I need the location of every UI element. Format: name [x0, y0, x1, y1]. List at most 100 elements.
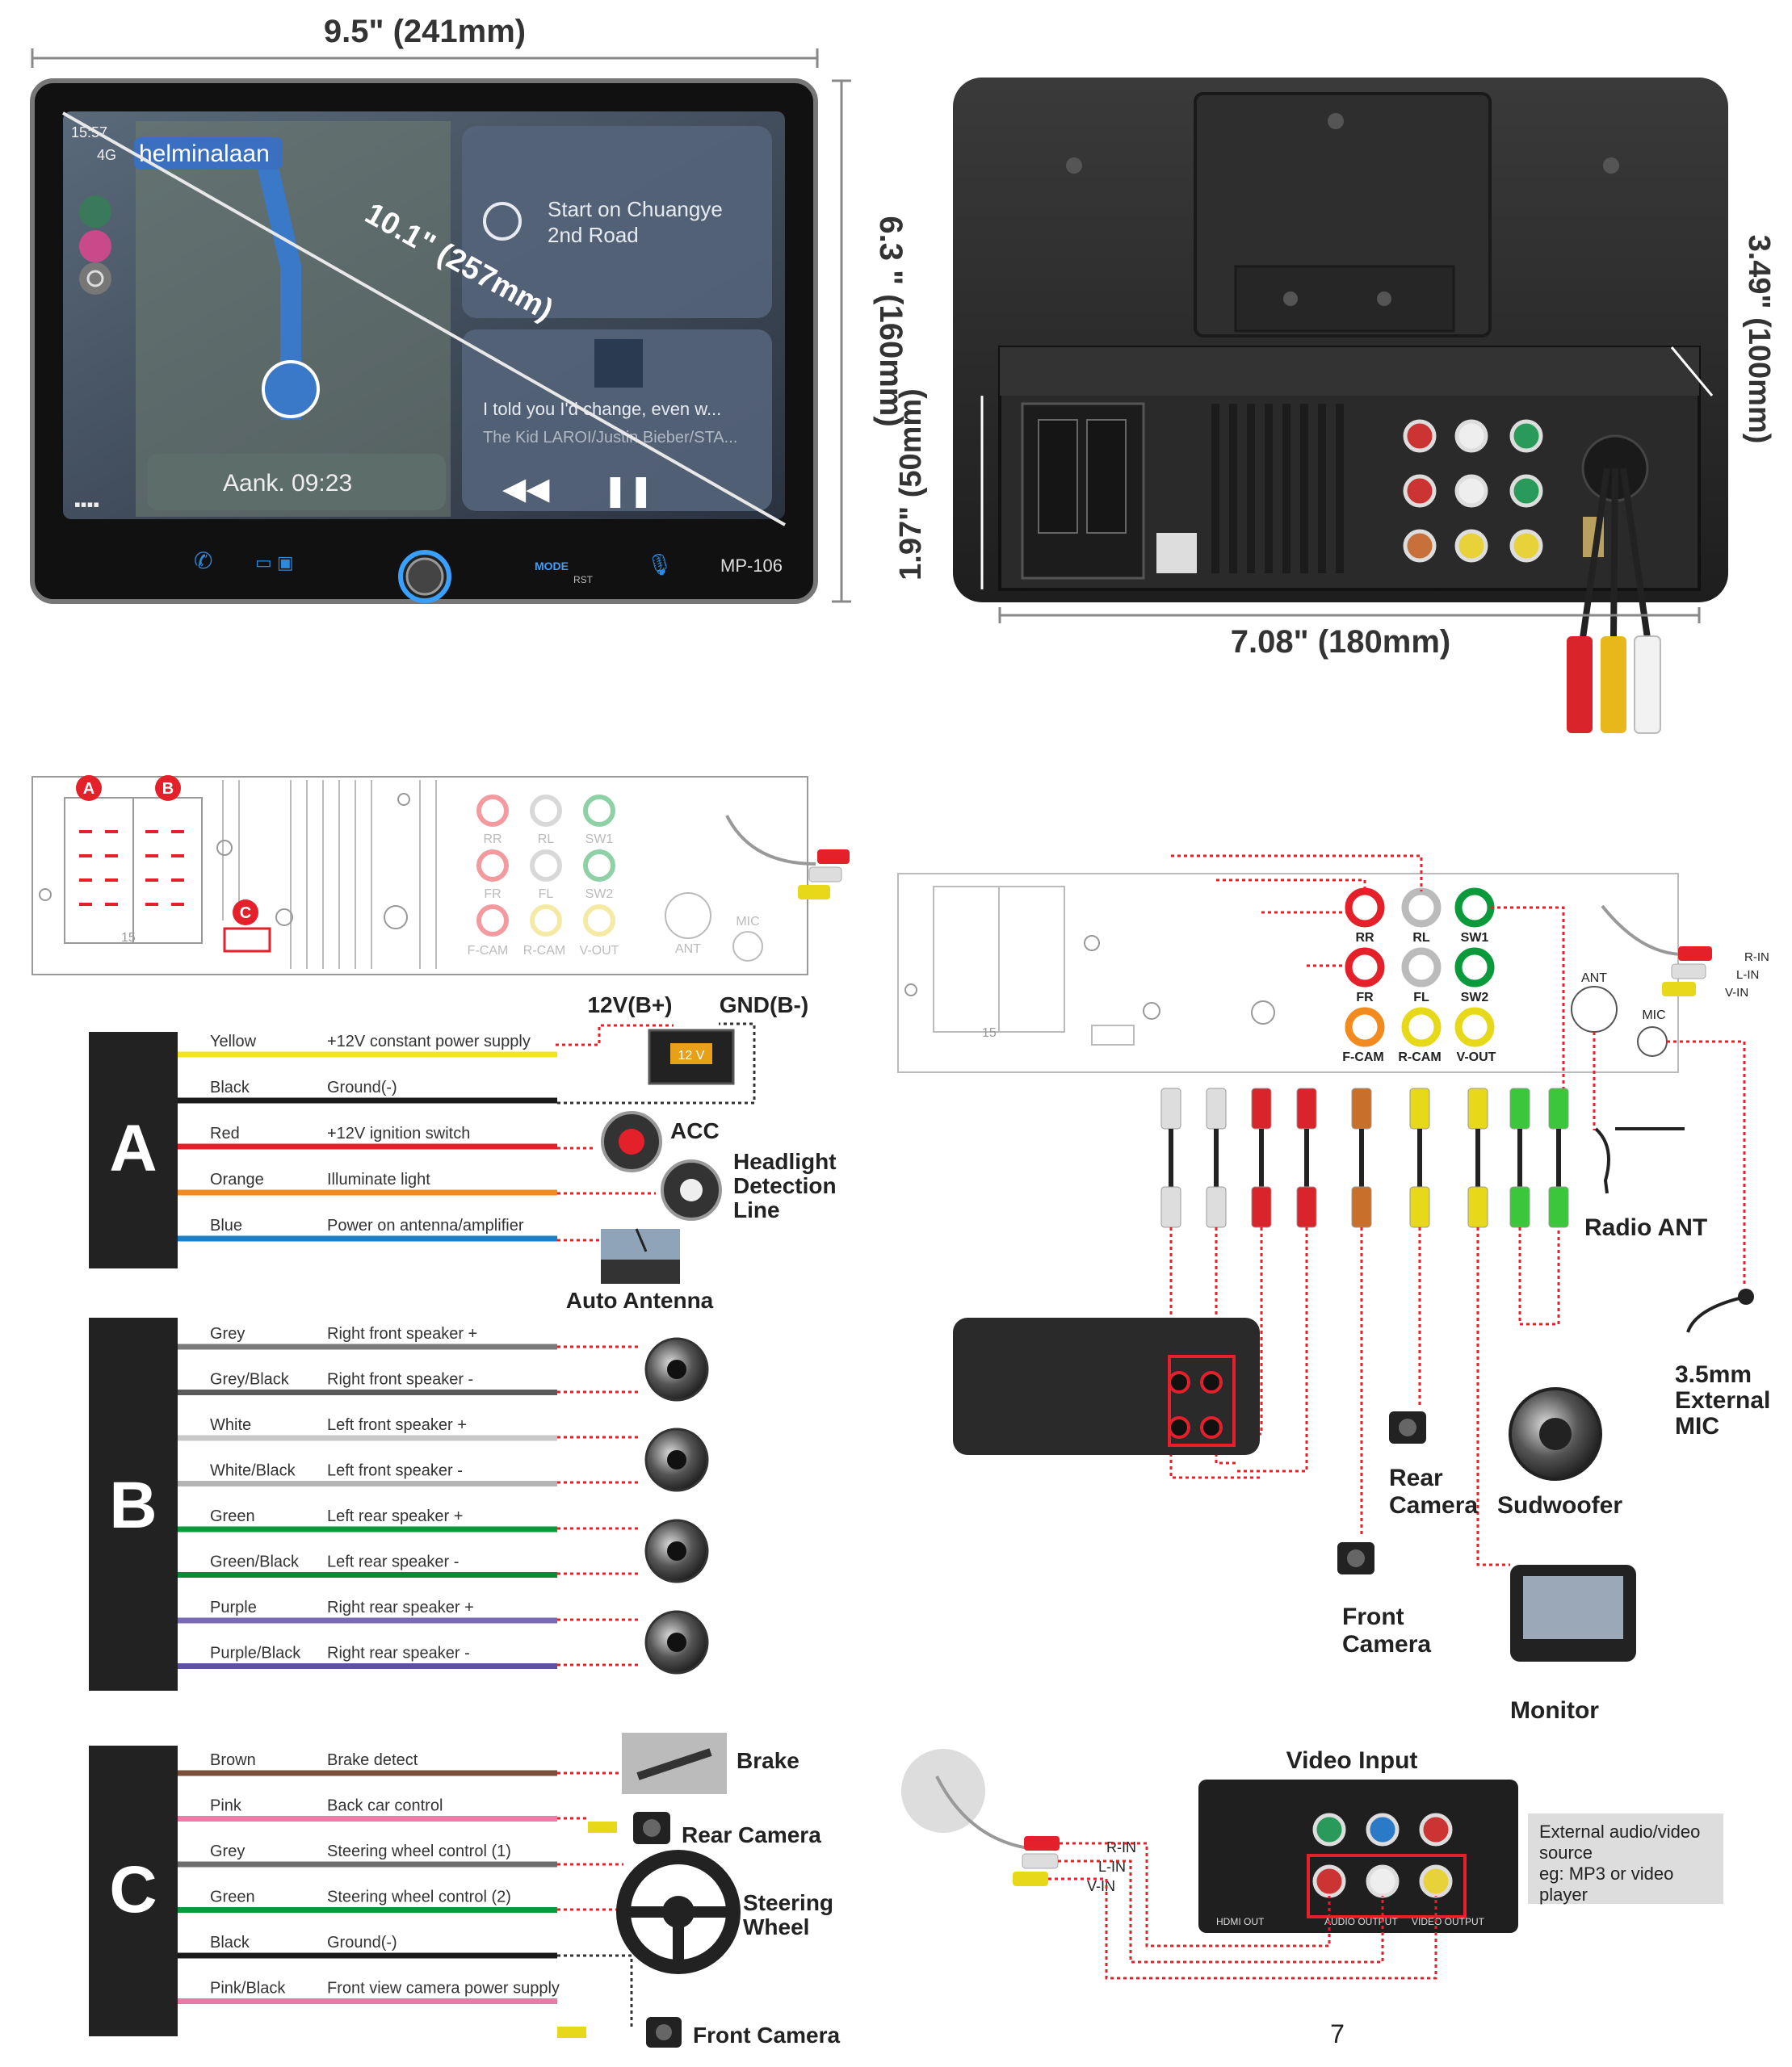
connection-dash	[1518, 1227, 1560, 1326]
wire-function: Back car control	[327, 1797, 443, 1815]
wire-function: Left rear speaker -	[327, 1553, 459, 1571]
rca-vout-label: V-OUT	[1457, 1050, 1496, 1064]
wire-function: Right rear speaker +	[327, 1599, 474, 1616]
battery-label: 12 V	[678, 1049, 705, 1063]
rca-plug	[1206, 1186, 1227, 1228]
mic-label-3: MIC	[1675, 1413, 1719, 1440]
front-camera-label: Front Camera	[693, 2023, 840, 2048]
wire-function: Power on antenna/amplifier	[327, 1217, 524, 1235]
album-art	[594, 339, 643, 388]
rca-jack	[1454, 1007, 1495, 1047]
wire-color-name: Green/Black	[210, 1553, 300, 1571]
rca-plug	[1409, 1186, 1430, 1228]
connection-dash	[1476, 1227, 1510, 1566]
harness-a-block	[89, 1032, 178, 1268]
front-panel-section: 9.5" (241mm) 15:57 4G helminalaan Start …	[30, 14, 909, 604]
white-rca-plug	[1634, 635, 1661, 734]
pause-icon[interactable]: ❚❚	[602, 474, 654, 509]
phone-button-icon[interactable]: ✆	[194, 548, 212, 573]
rca-plug	[1296, 1088, 1317, 1130]
wire-color-name: Black	[210, 1934, 250, 1952]
rca-front-camera-label-2: Camera	[1342, 1631, 1431, 1658]
wire-color-name: Purple/Black	[210, 1645, 301, 1662]
wire-color-name: Green	[210, 1507, 255, 1525]
wire-function: Right front speaker +	[327, 1325, 477, 1343]
rca-pin-count-label: 15	[982, 1026, 997, 1040]
mic-button-icon[interactable]: 🎙	[646, 552, 673, 576]
rca-rcam-label: R-CAM	[1398, 1050, 1441, 1064]
home-button-icon[interactable]: ▭ ▣	[255, 552, 294, 572]
mic-port	[1637, 1026, 1668, 1057]
video-input-title: Video Input	[1286, 1747, 1418, 1774]
rca-jack	[1345, 887, 1385, 928]
wire-color-name: Orange	[210, 1171, 264, 1189]
note-line-2: source	[1539, 1843, 1593, 1863]
rca-plug	[1351, 1186, 1372, 1228]
wire-color-name: White	[210, 1416, 251, 1434]
rca-plug	[1160, 1088, 1181, 1130]
mic-label-1: 3.5mm	[1675, 1361, 1752, 1388]
steering-label-1: Steering	[743, 1890, 833, 1915]
nav-instruction-2: 2nd Road	[548, 223, 639, 247]
rca-plug	[1206, 1088, 1227, 1130]
rca-jack	[1345, 947, 1385, 987]
wire-function: Right rear speaker -	[327, 1645, 470, 1662]
wire-function: Ground(-)	[327, 1934, 397, 1952]
page-number: 7	[1330, 2019, 1345, 2048]
steering-label-2: Wheel	[743, 1914, 809, 1939]
settings-app-icon[interactable]	[79, 262, 111, 295]
app-grid-icon[interactable]: ▪▪▪▪	[74, 494, 99, 514]
rewind-icon[interactable]: ◀◀	[502, 472, 550, 506]
outline-fr-label: FR	[484, 887, 501, 901]
rca-sw1-label: SW1	[1461, 931, 1489, 945]
brake-label: Brake	[737, 1748, 799, 1773]
rca-r-in-label: R-IN	[1744, 950, 1769, 964]
rca-plug	[1351, 1088, 1372, 1130]
rca-cables	[1160, 1088, 1569, 1228]
diagonal-line	[62, 111, 786, 526]
rca-fcam-label: F-CAM	[1342, 1050, 1384, 1064]
nav-card	[462, 126, 772, 318]
monitor-label: Monitor	[1510, 1697, 1599, 1724]
red-rca-plug	[1567, 636, 1593, 733]
wire-color-name: Black	[210, 1079, 250, 1096]
svg-text:A: A	[83, 780, 94, 798]
svg-text:C: C	[240, 904, 251, 922]
gnd-label: GND(B-)	[720, 992, 808, 1017]
outline-sw2-label: SW2	[585, 887, 614, 901]
connection-dash	[1215, 1227, 1236, 1465]
connector-outline: 15 A B C RR	[31, 775, 850, 975]
wire-function: Left rear speaker +	[327, 1507, 463, 1525]
video-output-label: VIDEO OUTPUT	[1412, 1916, 1485, 1927]
depth-label: 3.49" (100mm)	[1742, 235, 1776, 444]
rst-button[interactable]: RST	[573, 574, 594, 585]
harness-c-letter: C	[109, 1853, 157, 1927]
maps-app-icon[interactable]	[79, 195, 111, 228]
radio-ant-label: Radio ANT	[1584, 1214, 1707, 1241]
outline-fl-label: FL	[539, 887, 554, 901]
rca-plug	[1160, 1186, 1181, 1228]
acc-label: ACC	[670, 1118, 720, 1143]
small-connector	[1156, 533, 1197, 573]
speaker-icons	[557, 1337, 709, 1675]
podcast-app-icon[interactable]	[79, 230, 111, 262]
status-signal: 4G	[97, 147, 116, 163]
connection-dash	[1667, 1040, 1746, 1284]
yellow-rca-plug	[1601, 636, 1626, 733]
headlight-label-2: Detection	[733, 1173, 837, 1198]
height-label: 6.3 " (160mm)	[873, 216, 909, 426]
back-view-section: 3.49" (100mm) 1.97" (50mm) 7.08" (180mm)	[894, 78, 1776, 734]
subwoofer-label: Sudwoofer	[1497, 1492, 1622, 1519]
video-input-section: R-IN L-IN V-IN Video Input HDMI OUT AUDI…	[901, 1747, 1723, 2048]
rca-front-camera-label-1: Front	[1342, 1604, 1404, 1630]
rca-sw2-label: SW2	[1461, 991, 1489, 1004]
harness-b-letter: B	[109, 1469, 157, 1542]
connector-badge-a	[76, 775, 102, 801]
wire-color-name: Red	[210, 1125, 240, 1143]
mode-button[interactable]: MODE	[535, 560, 569, 572]
rca-rear-camera-label-1: Rear	[1389, 1465, 1443, 1491]
rca-connection-lines	[1169, 854, 1746, 1566]
outline-rcam-label: R-CAM	[523, 944, 565, 958]
outline-ant-label: ANT	[675, 942, 701, 956]
